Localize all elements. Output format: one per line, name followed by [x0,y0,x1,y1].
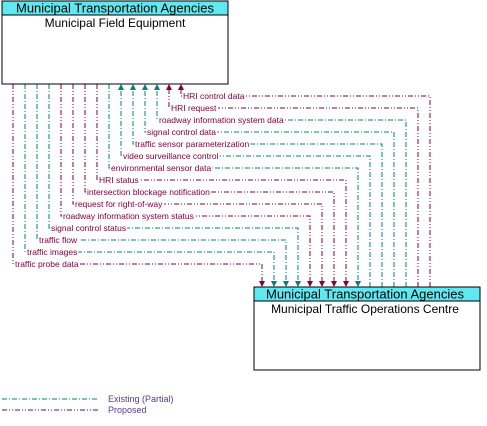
flow-traffic-images[interactable]: traffic images [24,84,277,287]
field-equipment-header: Municipal Transportation Agencies [16,1,215,16]
flow-label-traffic-flow: traffic flow [39,235,78,245]
legend: Existing (Partial) Proposed [2,394,174,415]
flow-label-bg-traffic-flow [38,235,79,245]
flow-line-traffic-sensor-parameterization [130,84,383,287]
flow-hri-status[interactable]: HRI status [96,84,349,287]
flow-video-surveillance-control[interactable]: video surveillance control [118,84,371,287]
flow-traffic-sensor-parameterization[interactable]: traffic sensor parameterization [130,84,383,287]
flow-label-bg-traffic-images [26,247,79,257]
flow-label-roadway-information-system-data: roadway information system data [159,115,284,125]
flow-label-signal-control-data: signal control data [147,127,216,137]
traffic-operations-centre-header-band [253,286,481,302]
flow-label-request-for-right-of-way: request for right-of-way [75,199,163,209]
flow-line-hri-status [96,84,349,287]
flow-line-intersection-blockage-notification [84,84,337,287]
legend-existing-label: Existing (Partial) [108,394,174,404]
flow-roadway-information-system-data[interactable]: roadway information system data [154,84,407,287]
flow-label-bg-hri-control-data [182,91,246,101]
flow-line-traffic-probe-data [12,84,265,287]
flow-label-bg-hri-request [170,103,218,113]
flow-line-hri-request [166,84,419,287]
flow-label-hri-status: HRI status [99,175,139,185]
flow-hri-request[interactable]: HRI request [166,84,419,287]
flow-label-bg-video-surveillance-control [122,151,220,161]
flow-line-environmental-sensor-data [108,84,361,287]
flow-roadway-information-system-status[interactable]: roadway information system status [60,84,313,287]
flow-label-traffic-probe-data: traffic probe data [15,259,79,269]
flow-line-signal-control-status [48,84,301,287]
flow-line-traffic-flow [36,84,289,287]
flow-label-hri-control-data: HRI control data [183,91,245,101]
field-equipment-box[interactable]: Municipal Transportation Agencies Munici… [1,0,229,85]
flow-intersection-blockage-notification[interactable]: intersection blockage notification [84,84,337,287]
flow-label-video-surveillance-control: video surveillance control [123,151,219,161]
flow-label-bg-signal-control-status [50,223,128,233]
flow-environmental-sensor-data[interactable]: environmental sensor data [108,84,361,287]
flow-signal-control-data[interactable]: signal control data [142,84,395,287]
field-equipment-title: Municipal Field Equipment [45,16,186,30]
flow-signal-control-status[interactable]: signal control status [48,84,301,287]
flow-label-bg-request-for-right-of-way [74,199,165,209]
flow-traffic-probe-data[interactable]: traffic probe data [12,84,265,287]
flow-request-for-right-of-way[interactable]: request for right-of-way [72,84,325,287]
flow-traffic-flow[interactable]: traffic flow [36,84,289,287]
traffic-operations-centre-title: Municipal Traffic Operations Centre [271,302,459,316]
legend-proposed-label: Proposed [108,405,147,415]
flow-line-hri-control-data [178,84,431,287]
flow-line-roadway-information-system-status [60,84,313,287]
flow-label-bg-hri-status [98,175,140,185]
flow-label-bg-roadway-information-system-status [62,211,195,221]
field-equipment-header-band [1,0,229,16]
flow-label-bg-signal-control-data [146,127,218,137]
flow-label-bg-traffic-probe-data [14,259,80,269]
flow-label-intersection-blockage-notification: intersection blockage notification [87,187,210,197]
flow-label-roadway-information-system-status: roadway information system status [63,211,194,221]
flow-line-signal-control-data [142,84,395,287]
flow-label-bg-roadway-information-system-data [158,115,285,125]
flow-label-environmental-sensor-data: environmental sensor data [111,163,211,173]
flow-label-bg-intersection-blockage-notification [86,187,212,197]
flow-hri-control-data[interactable]: HRI control data [178,84,431,287]
flow-label-signal-control-status: signal control status [51,223,126,233]
flow-label-traffic-sensor-parameterization: traffic sensor parameterization [135,139,249,149]
traffic-operations-centre-header: Municipal Transportation Agencies [266,287,465,302]
flow-line-traffic-images [24,84,277,287]
flow-label-hri-request: HRI request [171,103,217,113]
flow-label-traffic-images: traffic images [27,247,77,257]
flow-line-request-for-right-of-way [72,84,325,287]
flow-label-bg-environmental-sensor-data [110,163,213,173]
traffic-operations-centre-box[interactable]: Municipal Transportation Agencies Munici… [253,286,481,371]
flow-label-bg-traffic-sensor-parameterization [134,139,251,149]
